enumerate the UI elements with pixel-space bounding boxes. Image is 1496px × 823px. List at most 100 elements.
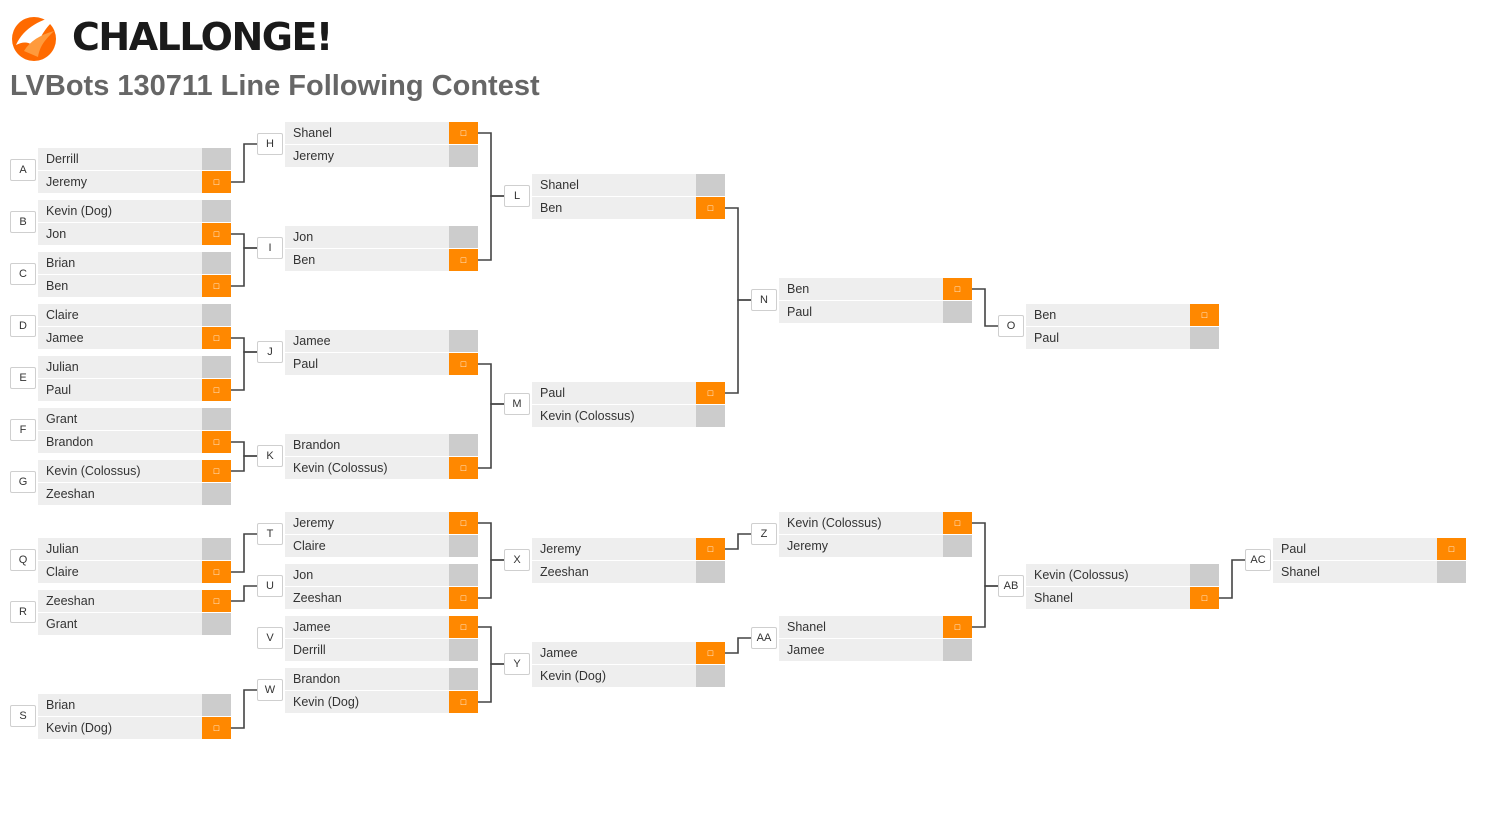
participant-row[interactable]: Ben□ xyxy=(285,249,478,271)
match-label[interactable]: Q xyxy=(10,549,36,571)
participant-row[interactable]: Paul□ xyxy=(285,353,478,375)
participant-row[interactable]: Kevin (Colossus)□ xyxy=(285,457,478,479)
participant-row[interactable]: Ben□ xyxy=(779,278,972,300)
participant-row[interactable]: Paul□ xyxy=(1273,538,1466,560)
participant-row[interactable]: Paul xyxy=(779,301,972,323)
match-box[interactable]: Jamee□Derrill xyxy=(285,616,478,662)
match-box[interactable]: Zeeshan□Grant xyxy=(38,590,231,636)
participant-row[interactable]: Grant xyxy=(38,408,231,430)
match-label[interactable]: Z xyxy=(751,523,777,545)
match-box[interactable]: Shanel□Jeremy xyxy=(285,122,478,168)
participant-row[interactable]: Claire xyxy=(38,304,231,326)
participant-row[interactable]: Shanel□ xyxy=(779,616,972,638)
participant-row[interactable]: Jon□ xyxy=(38,223,231,245)
participant-row[interactable]: Zeeshan□ xyxy=(38,590,231,612)
match-box[interactable]: Kevin (Dog)Jon□ xyxy=(38,200,231,246)
participant-row[interactable]: Julian xyxy=(38,356,231,378)
participant-row[interactable]: Ben□ xyxy=(38,275,231,297)
participant-row[interactable]: Ben□ xyxy=(1026,304,1219,326)
participant-row[interactable]: Jamee□ xyxy=(285,616,478,638)
participant-row[interactable]: Kevin (Dog) xyxy=(532,665,725,687)
match-label[interactable]: L xyxy=(504,185,530,207)
match-label[interactable]: X xyxy=(504,549,530,571)
match-box[interactable]: Ben□Paul xyxy=(779,278,972,324)
participant-row[interactable]: Jamee xyxy=(285,330,478,352)
match-box[interactable]: Kevin (Colossus)□Zeeshan xyxy=(38,460,231,506)
match-label[interactable]: S xyxy=(10,705,36,727)
participant-row[interactable]: Kevin (Colossus)□ xyxy=(779,512,972,534)
participant-row[interactable]: Kevin (Colossus)□ xyxy=(38,460,231,482)
match-label[interactable]: I xyxy=(257,237,283,259)
participant-row[interactable]: Brandon xyxy=(285,668,478,690)
match-box[interactable]: Paul□Shanel xyxy=(1273,538,1466,584)
participant-row[interactable]: Jamee□ xyxy=(532,642,725,664)
participant-row[interactable]: Kevin (Colossus) xyxy=(1026,564,1219,586)
participant-row[interactable]: Shanel xyxy=(1273,561,1466,583)
match-label[interactable]: J xyxy=(257,341,283,363)
participant-row[interactable]: Shanel□ xyxy=(285,122,478,144)
participant-row[interactable]: Jamee xyxy=(779,639,972,661)
participant-row[interactable]: Brandon xyxy=(285,434,478,456)
match-label[interactable]: Y xyxy=(504,653,530,675)
participant-row[interactable]: Paul xyxy=(1026,327,1219,349)
participant-row[interactable]: Jeremy□ xyxy=(532,538,725,560)
brand-logo[interactable]: CHALLONGE! xyxy=(10,10,333,64)
participant-row[interactable]: Shanel□ xyxy=(1026,587,1219,609)
participant-row[interactable]: Zeeshan xyxy=(38,483,231,505)
participant-row[interactable]: Kevin (Dog)□ xyxy=(38,717,231,739)
match-label[interactable]: C xyxy=(10,263,36,285)
participant-row[interactable]: Jamee□ xyxy=(38,327,231,349)
match-label[interactable]: W xyxy=(257,679,283,701)
participant-row[interactable]: Derrill xyxy=(38,148,231,170)
participant-row[interactable]: Jon xyxy=(285,226,478,248)
participant-row[interactable]: Zeeshan□ xyxy=(285,587,478,609)
match-box[interactable]: Paul□Kevin (Colossus) xyxy=(532,382,725,428)
participant-row[interactable]: Kevin (Colossus) xyxy=(532,405,725,427)
participant-row[interactable]: Brandon□ xyxy=(38,431,231,453)
participant-row[interactable]: Brian xyxy=(38,252,231,274)
match-label[interactable]: AB xyxy=(998,575,1024,597)
match-label[interactable]: M xyxy=(504,393,530,415)
match-label[interactable]: O xyxy=(998,315,1024,337)
match-box[interactable]: Jeremy□Claire xyxy=(285,512,478,558)
participant-row[interactable]: Kevin (Dog) xyxy=(38,200,231,222)
participant-row[interactable]: Grant xyxy=(38,613,231,635)
match-label[interactable]: B xyxy=(10,211,36,233)
match-label[interactable]: D xyxy=(10,315,36,337)
participant-row[interactable]: Derrill xyxy=(285,639,478,661)
match-label[interactable]: U xyxy=(257,575,283,597)
match-label[interactable]: K xyxy=(257,445,283,467)
match-label[interactable]: R xyxy=(10,601,36,623)
match-label[interactable]: G xyxy=(10,471,36,493)
participant-row[interactable]: Kevin (Dog)□ xyxy=(285,691,478,713)
participant-row[interactable]: Jeremy xyxy=(285,145,478,167)
match-label[interactable]: F xyxy=(10,419,36,441)
match-label[interactable]: T xyxy=(257,523,283,545)
participant-row[interactable]: Brian xyxy=(38,694,231,716)
match-box[interactable]: Kevin (Colossus)□Jeremy xyxy=(779,512,972,558)
participant-row[interactable]: Claire□ xyxy=(38,561,231,583)
participant-row[interactable]: Julian xyxy=(38,538,231,560)
match-label[interactable]: AA xyxy=(751,627,777,649)
match-label[interactable]: AC xyxy=(1245,549,1271,571)
participant-row[interactable]: Jeremy xyxy=(779,535,972,557)
participant-row[interactable]: Zeeshan xyxy=(532,561,725,583)
participant-row[interactable]: Jeremy□ xyxy=(285,512,478,534)
participant-row[interactable]: Paul□ xyxy=(532,382,725,404)
match-box[interactable]: Kevin (Colossus)Shanel□ xyxy=(1026,564,1219,610)
match-label[interactable]: A xyxy=(10,159,36,181)
participant-row[interactable]: Shanel xyxy=(532,174,725,196)
match-box[interactable]: Jeremy□Zeeshan xyxy=(532,538,725,584)
participant-row[interactable]: Paul□ xyxy=(38,379,231,401)
participant-row[interactable]: Ben□ xyxy=(532,197,725,219)
